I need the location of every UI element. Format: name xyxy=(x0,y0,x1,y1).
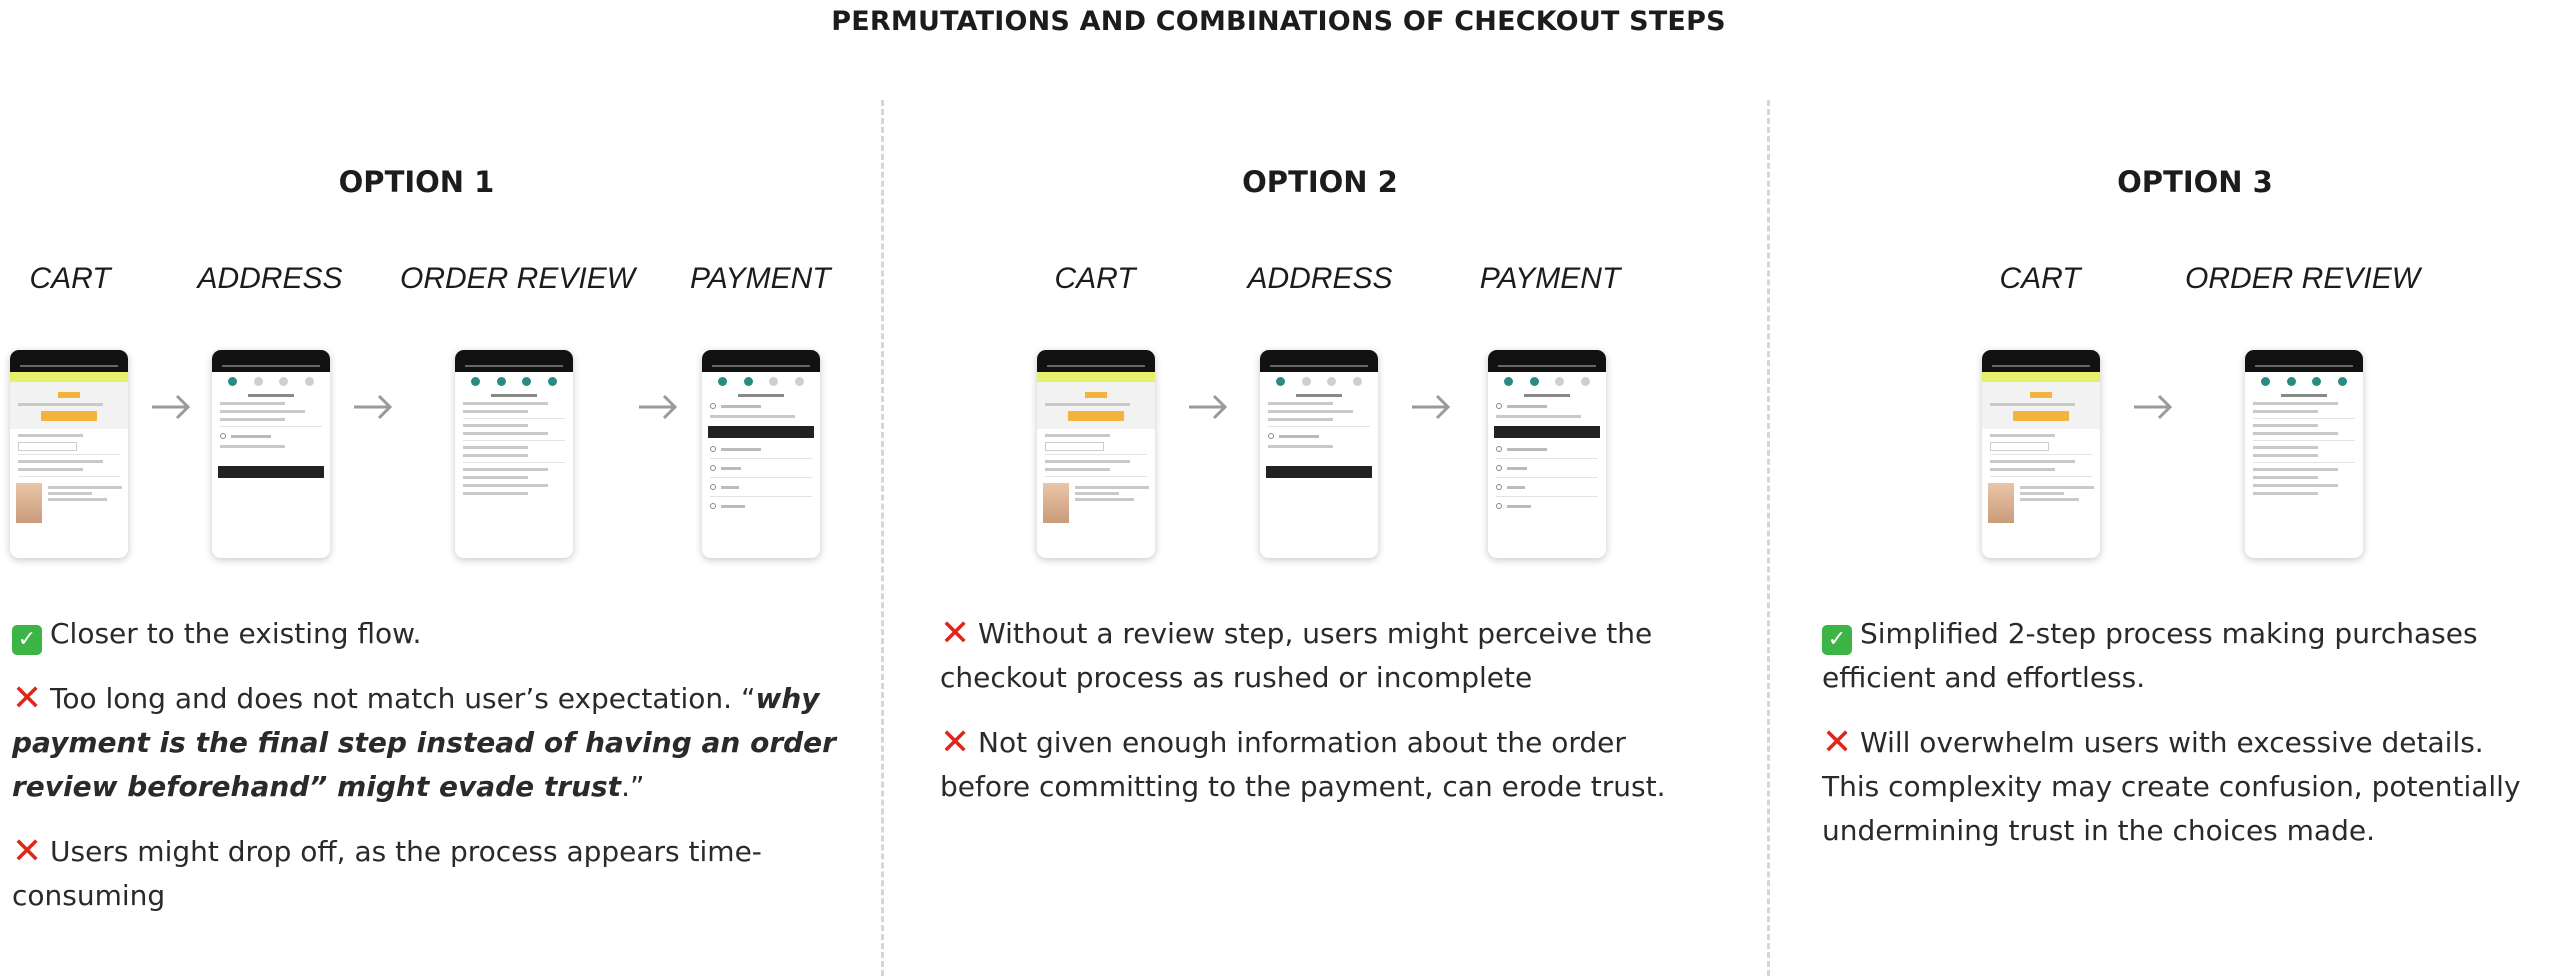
right-arrow-icon xyxy=(1412,394,1451,420)
payment-screen-mockup xyxy=(702,350,820,558)
cart-screen-mockup xyxy=(10,350,128,558)
note-item: ✓Closer to the existing flow. xyxy=(12,612,842,656)
step-label-payment: PAYMENT xyxy=(690,262,831,295)
note-item: ✕Users might drop off, as the process ap… xyxy=(12,831,762,913)
option-title: OPTION 2 xyxy=(1242,165,1398,199)
step-label-cart: CART xyxy=(29,262,111,295)
step-label-address: ADDRESS xyxy=(197,262,343,295)
right-arrow-icon xyxy=(2134,394,2173,420)
cross-mark-icon: ✕ xyxy=(940,722,971,763)
check-mark-icon: ✓ xyxy=(1822,625,1852,655)
step-label-cart: CART xyxy=(1054,262,1136,295)
note-item: ✕Will overwhelm users with excessive det… xyxy=(1822,722,2521,848)
option-title: OPTION 1 xyxy=(338,165,495,199)
page-title: PERMUTATIONS AND COMBINATIONS OF CHECKOU… xyxy=(831,6,1726,37)
option-title: OPTION 3 xyxy=(2117,165,2273,199)
option-2-notes: ✕Without a review step, users might perc… xyxy=(940,612,1720,830)
step-label-cart: CART xyxy=(1999,262,2081,295)
right-arrow-icon xyxy=(639,394,678,420)
right-arrow-icon xyxy=(1189,394,1228,420)
cross-mark-icon: ✕ xyxy=(940,613,971,654)
option-3-notes: ✓Simplified 2-step process making purcha… xyxy=(1822,612,2547,874)
step-label-address: ADDRESS xyxy=(1247,262,1393,295)
step-label-payment: PAYMENT xyxy=(1479,262,1621,295)
address-screen-mockup xyxy=(1260,350,1378,558)
cart-screen-mockup xyxy=(1982,350,2100,558)
order-review-screen-mockup xyxy=(2245,350,2363,558)
address-screen-mockup xyxy=(212,350,330,558)
right-arrow-icon xyxy=(152,394,191,420)
note-item: ✕Too long and does not match user’s expe… xyxy=(12,678,836,804)
section-divider xyxy=(1767,100,1770,976)
cross-mark-icon: ✕ xyxy=(1822,722,1853,763)
cross-mark-icon: ✕ xyxy=(12,831,43,872)
right-arrow-icon xyxy=(354,394,393,420)
note-item: ✕Without a review step, users might perc… xyxy=(940,613,1653,695)
cart-screen-mockup xyxy=(1037,350,1155,558)
check-mark-icon: ✓ xyxy=(12,625,42,655)
option-1-notes: ✓Closer to the existing flow. ✕Too long … xyxy=(12,612,842,939)
cross-mark-icon: ✕ xyxy=(12,678,43,719)
order-review-screen-mockup xyxy=(455,350,573,558)
step-label-order-review: ORDER REVIEW xyxy=(2185,262,2421,295)
section-divider xyxy=(881,100,884,976)
note-item: ✕Not given enough information about the … xyxy=(940,722,1666,804)
note-item: ✓Simplified 2-step process making purcha… xyxy=(1822,617,2478,694)
payment-screen-mockup xyxy=(1488,350,1606,558)
step-label-order-review: ORDER REVIEW xyxy=(400,262,636,295)
